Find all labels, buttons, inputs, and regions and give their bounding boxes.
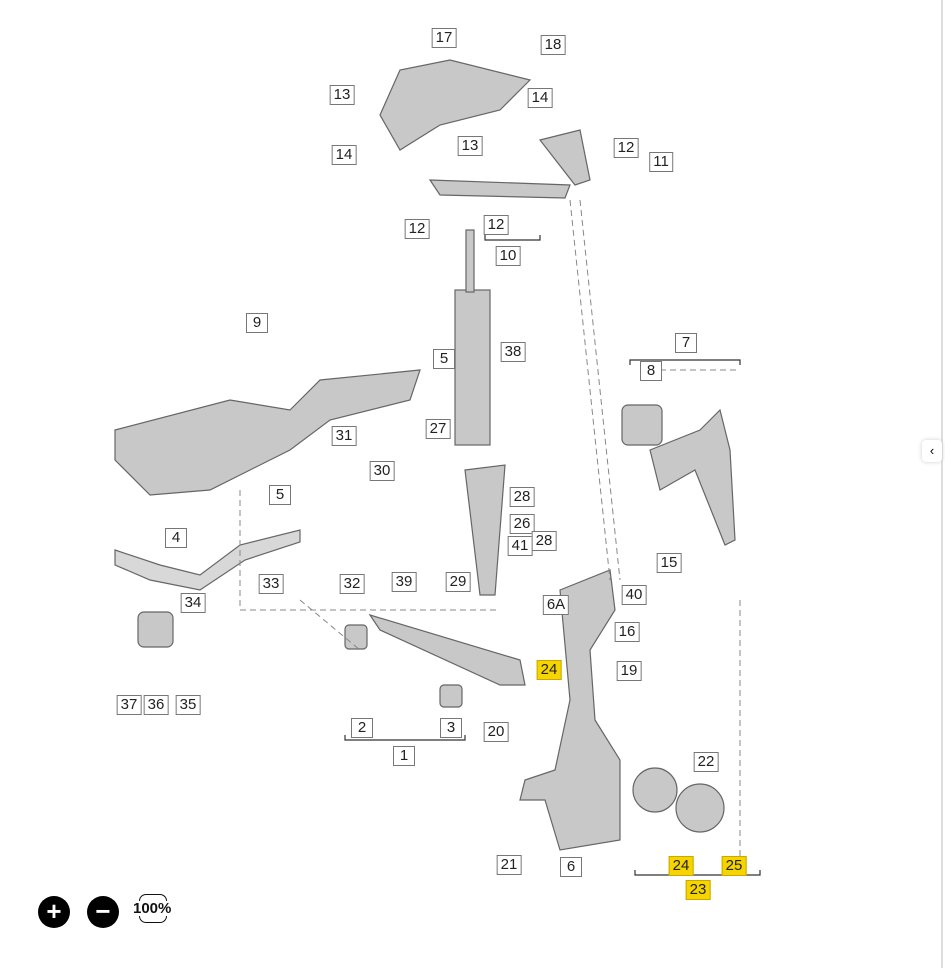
- lower-arm-part: [649, 408, 736, 546]
- part-label[interactable]: 7: [675, 333, 697, 353]
- part-label[interactable]: 12: [404, 219, 430, 239]
- part-label-highlighted[interactable]: 23: [685, 880, 711, 900]
- part-label[interactable]: 38: [500, 342, 526, 362]
- strut-mount-part: [379, 59, 532, 151]
- wheel-bearing-part: [632, 767, 678, 813]
- zoom-in-button[interactable]: +: [38, 896, 70, 928]
- part-label[interactable]: 14: [527, 88, 553, 108]
- part-label[interactable]: 8: [640, 361, 662, 381]
- part-label[interactable]: 5: [433, 349, 455, 369]
- upper-link-part: [428, 179, 571, 199]
- part-label[interactable]: 6A: [542, 595, 570, 615]
- zoom-out-button[interactable]: −: [87, 896, 119, 928]
- part-label[interactable]: 34: [180, 593, 206, 613]
- part-label[interactable]: 6: [560, 857, 582, 877]
- wheel-knuckle-part: [519, 569, 621, 851]
- part-label[interactable]: 18: [540, 35, 566, 55]
- part-label[interactable]: 10: [495, 246, 521, 266]
- shock-absorber-part: [454, 289, 491, 446]
- part-label[interactable]: 9: [246, 313, 268, 333]
- part-label[interactable]: 20: [483, 722, 509, 742]
- part-label[interactable]: 5: [269, 485, 291, 505]
- part-label[interactable]: 11: [649, 152, 673, 172]
- subframe-part: [114, 369, 421, 496]
- bushing-part-3: [439, 684, 463, 708]
- part-label[interactable]: 28: [531, 531, 557, 551]
- part-label[interactable]: 40: [621, 585, 647, 605]
- part-label[interactable]: 31: [331, 426, 357, 446]
- part-label[interactable]: 33: [258, 574, 284, 594]
- part-label[interactable]: 13: [329, 85, 355, 105]
- part-label[interactable]: 16: [614, 622, 640, 642]
- upper-link-part-2: [538, 129, 591, 186]
- part-label[interactable]: 41: [507, 536, 533, 556]
- part-label[interactable]: 22: [693, 752, 719, 772]
- part-label[interactable]: 12: [613, 138, 639, 158]
- part-label-highlighted[interactable]: 24: [668, 856, 694, 876]
- control-arm-part: [368, 613, 526, 686]
- shock-rod-part: [465, 229, 475, 293]
- part-label[interactable]: 29: [445, 572, 471, 592]
- bushing-part-2: [344, 624, 368, 650]
- fork-part: [464, 464, 506, 596]
- part-label[interactable]: 37: [116, 695, 142, 715]
- part-label[interactable]: 36: [143, 695, 169, 715]
- stabilizer-bar-part: [114, 529, 301, 591]
- collapse-panel-button[interactable]: ‹: [922, 440, 942, 462]
- part-label[interactable]: 39: [391, 572, 417, 592]
- wheel-hub-part: [675, 783, 725, 833]
- part-label[interactable]: 28: [509, 487, 535, 507]
- part-label[interactable]: 30: [369, 461, 395, 481]
- reset-zoom-button[interactable]: 100%: [133, 894, 172, 923]
- part-label[interactable]: 27: [425, 419, 451, 439]
- part-label[interactable]: 12: [483, 215, 509, 235]
- part-label[interactable]: 21: [496, 855, 522, 875]
- part-label-highlighted[interactable]: 25: [721, 856, 747, 876]
- part-label[interactable]: 2: [351, 718, 373, 738]
- part-label[interactable]: 35: [175, 695, 201, 715]
- part-label[interactable]: 3: [440, 718, 462, 738]
- bushing-part-35: [137, 611, 174, 648]
- part-label[interactable]: 14: [331, 145, 357, 165]
- part-label[interactable]: 13: [457, 136, 483, 156]
- part-label[interactable]: 17: [431, 28, 457, 48]
- part-label[interactable]: 26: [509, 514, 535, 534]
- part-label[interactable]: 4: [165, 528, 187, 548]
- part-label[interactable]: 32: [339, 574, 365, 594]
- part-label-highlighted[interactable]: 24: [536, 660, 562, 680]
- bushing-part: [621, 404, 663, 446]
- part-label[interactable]: 19: [616, 661, 642, 681]
- panel-divider: [941, 0, 943, 968]
- part-label[interactable]: 1: [393, 746, 415, 766]
- part-label[interactable]: 15: [656, 553, 682, 573]
